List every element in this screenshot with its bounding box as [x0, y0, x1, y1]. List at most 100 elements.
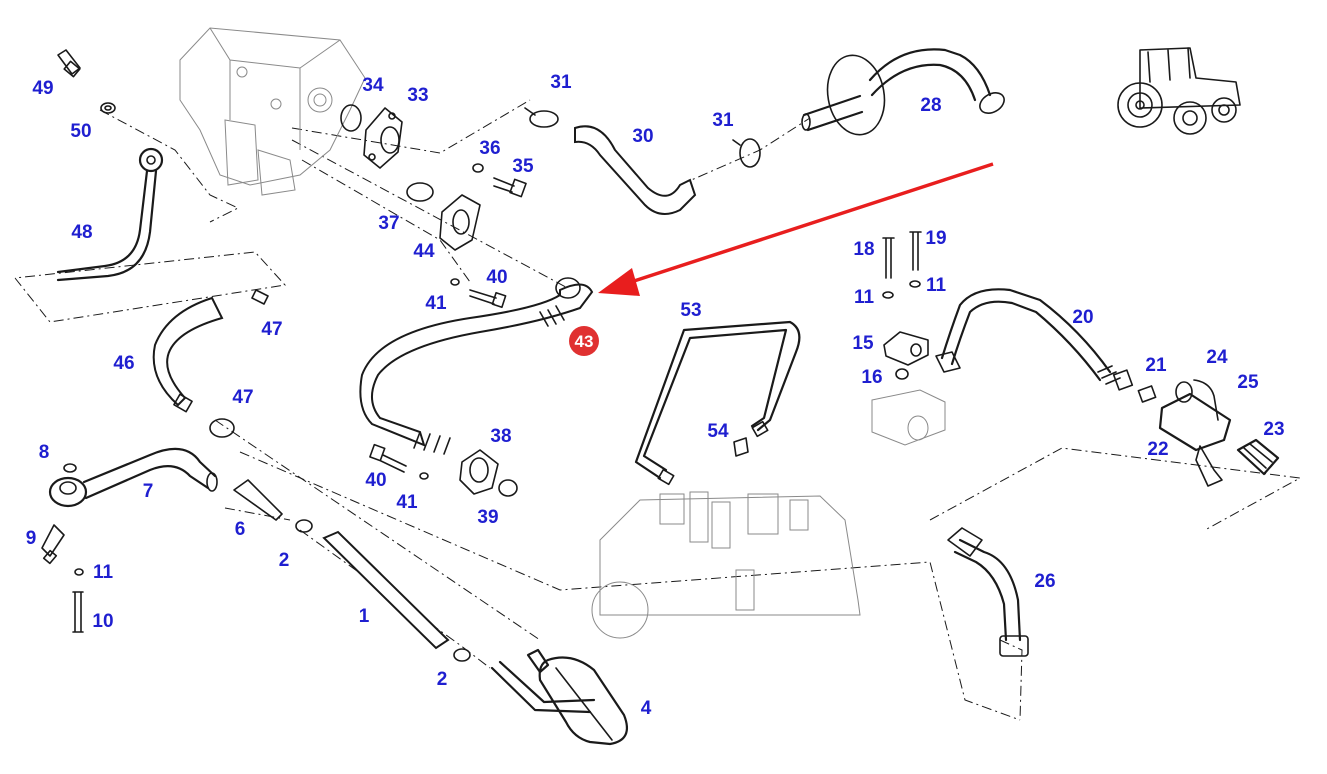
- clamp-31-right: [732, 138, 761, 168]
- pipe-48: [56, 147, 164, 282]
- callout-c25[interactable]: 25: [1237, 372, 1259, 393]
- callout-c11b[interactable]: 11: [854, 287, 875, 308]
- callout-c10[interactable]: 10: [92, 611, 113, 632]
- split-flange-44: [439, 194, 481, 251]
- flange-33: [363, 107, 403, 169]
- callout-c31b[interactable]: 31: [712, 110, 734, 131]
- callout-c37[interactable]: 37: [378, 213, 399, 234]
- clamp-47-top: [251, 289, 269, 305]
- bolt-35: [493, 177, 527, 198]
- tractor-icon: [1117, 47, 1241, 135]
- bolt-18: [882, 237, 895, 279]
- washer-8: [63, 463, 77, 473]
- washer-11-mid-right: [909, 280, 921, 288]
- fitting-54: [733, 437, 749, 457]
- highlight-marker-43[interactable]: 43: [569, 326, 599, 356]
- callout-c41a[interactable]: 41: [425, 293, 447, 314]
- callout-c4[interactable]: 4: [641, 698, 652, 719]
- fitting-21: [1137, 385, 1157, 403]
- callout-c38[interactable]: 38: [490, 426, 511, 447]
- washer-36: [472, 163, 484, 173]
- pipe-26: [947, 527, 1029, 657]
- clamp-47-bottom: [209, 418, 235, 438]
- callout-c24[interactable]: 24: [1206, 347, 1228, 368]
- callout-c2b[interactable]: 2: [437, 669, 448, 690]
- callout-c46[interactable]: 46: [113, 353, 134, 374]
- callout-c36[interactable]: 36: [479, 138, 500, 159]
- o-ring-37: [406, 182, 434, 202]
- callout-c11c[interactable]: 11: [926, 275, 947, 296]
- clamp-2-top: [295, 519, 313, 533]
- callout-c8[interactable]: 8: [39, 442, 50, 463]
- callout-c49[interactable]: 49: [32, 78, 53, 99]
- tee-block-22: [1158, 392, 1232, 487]
- pipe-25: [1193, 379, 1219, 421]
- bolt-19: [909, 231, 922, 271]
- bolt-10: [72, 591, 84, 633]
- o-ring-34: [340, 104, 362, 132]
- washer-50: [100, 102, 116, 114]
- callout-c1[interactable]: 1: [359, 606, 370, 627]
- hose-43: [359, 277, 594, 455]
- callout-c50[interactable]: 50: [70, 121, 91, 142]
- washer-11-left: [74, 568, 84, 576]
- o-ring-39: [498, 479, 518, 497]
- callout-c44[interactable]: 44: [413, 241, 435, 262]
- hose-30: [574, 125, 697, 215]
- fitting-6: [233, 479, 283, 521]
- callout-c33[interactable]: 33: [407, 85, 428, 106]
- callout-c23[interactable]: 23: [1263, 419, 1284, 440]
- callout-c47a[interactable]: 47: [261, 319, 282, 340]
- callout-c53[interactable]: 53: [680, 300, 701, 321]
- callout-c39[interactable]: 39: [477, 507, 498, 528]
- callout-c41b[interactable]: 41: [396, 492, 418, 513]
- callout-c47b[interactable]: 47: [232, 387, 253, 408]
- callout-c2a[interactable]: 2: [279, 550, 290, 571]
- callout-c22[interactable]: 22: [1147, 439, 1168, 460]
- oil-cooler-4: [490, 648, 628, 746]
- washer-41-top: [450, 278, 460, 286]
- callout-c28[interactable]: 28: [920, 95, 941, 116]
- pipe-28: [801, 48, 1005, 136]
- callout-c48[interactable]: 48: [71, 222, 92, 243]
- bolt-40-bottom: [369, 443, 407, 473]
- clamp-31-left: [524, 107, 559, 128]
- callout-c15[interactable]: 15: [852, 333, 874, 354]
- callout-c35[interactable]: 35: [512, 156, 534, 177]
- adapter-15: [883, 331, 929, 366]
- banjo-fitting-7: [48, 447, 218, 508]
- pipe-53: [634, 320, 801, 486]
- sensor-9: [41, 524, 65, 565]
- hose-46: [152, 296, 224, 413]
- callout-c7[interactable]: 7: [143, 481, 154, 502]
- banjo-bolt-49: [57, 49, 81, 78]
- valve-body: [871, 389, 946, 446]
- highlight-marker-label: 43: [575, 332, 594, 351]
- pipe-20: [935, 288, 1134, 391]
- callout-c6[interactable]: 6: [235, 519, 246, 540]
- callout-c30[interactable]: 30: [632, 126, 653, 147]
- bolt-40-top: [469, 289, 507, 309]
- callout-c20[interactable]: 20: [1072, 307, 1093, 328]
- pump-housing: [179, 27, 366, 196]
- clamp-2-bottom: [453, 648, 471, 662]
- washer-11-mid-left: [882, 291, 894, 299]
- plug-24: [1175, 381, 1193, 403]
- assembly-leader-lines: [14, 99, 1302, 721]
- callout-c26[interactable]: 26: [1034, 571, 1055, 592]
- callout-c34[interactable]: 34: [362, 75, 384, 96]
- callout-c31a[interactable]: 31: [550, 72, 572, 93]
- callout-c40b[interactable]: 40: [365, 470, 386, 491]
- callout-c16[interactable]: 16: [861, 367, 882, 388]
- callout-c18[interactable]: 18: [853, 239, 874, 260]
- callout-c21[interactable]: 21: [1145, 355, 1167, 376]
- callout-c54[interactable]: 54: [707, 421, 729, 442]
- washer-41-bottom: [419, 472, 429, 480]
- callout-c40a[interactable]: 40: [486, 267, 507, 288]
- callout-c19[interactable]: 19: [925, 228, 946, 249]
- callout-c9[interactable]: 9: [26, 528, 37, 549]
- split-flange-38: [459, 449, 499, 495]
- callout-c11a[interactable]: 11: [93, 562, 114, 583]
